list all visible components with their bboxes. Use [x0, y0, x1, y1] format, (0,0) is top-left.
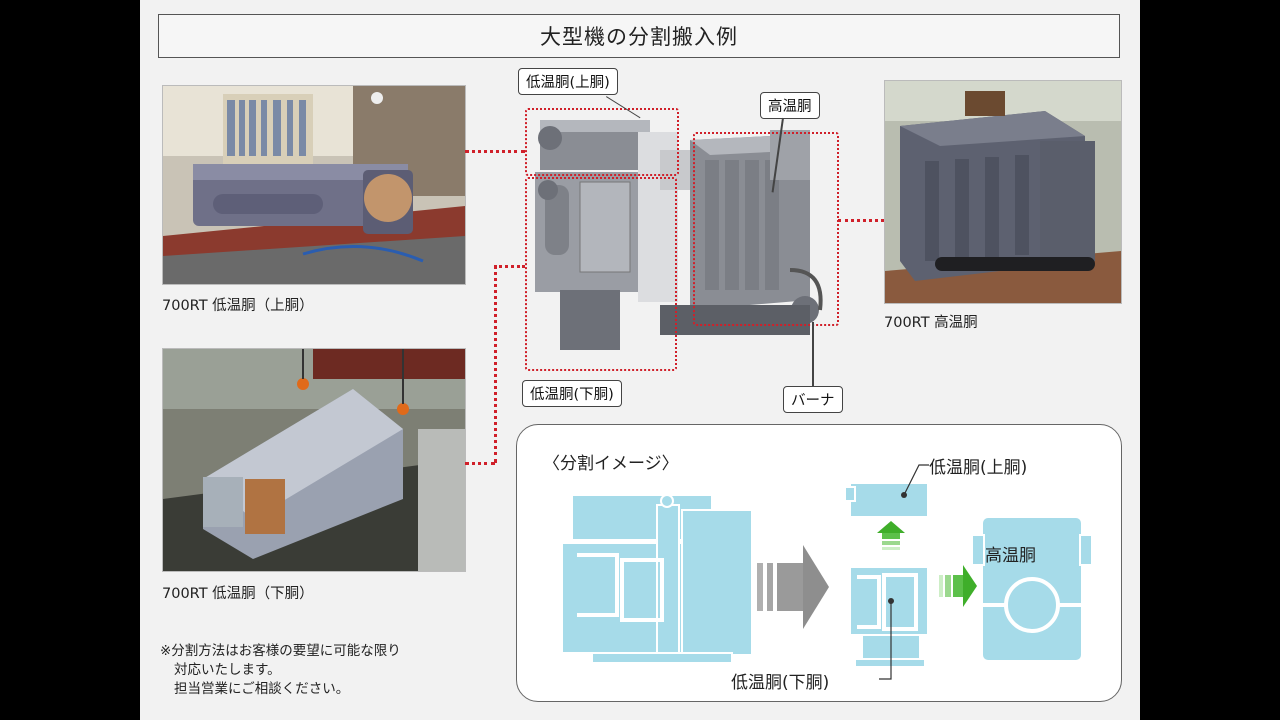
split-diagram — [561, 464, 1093, 680]
footnote-line-3: 担当営業にご相談ください。 — [174, 681, 350, 697]
green-right-arrow-shape — [939, 565, 977, 607]
connector-lower-h2 — [494, 265, 525, 268]
caption-low-temp-lower: 700RT 低温胴（下胴） — [162, 586, 314, 602]
callout-low-temp-lower: 低温胴(下胴) — [522, 380, 622, 407]
photo-low-temp-upper-drum — [162, 85, 466, 285]
split-label-lower: 低温胴(下胴) — [731, 673, 830, 693]
whole-machine-shape — [561, 494, 753, 664]
photo-high-temp-drum — [884, 80, 1122, 304]
connector-upper — [465, 150, 525, 153]
connector-lower-h1 — [465, 462, 495, 465]
high-temp-drum-shape — [971, 516, 1093, 662]
split-image-heading: 〈分割イメージ〉 — [543, 454, 679, 474]
photo-low-temp-lower-drum — [162, 348, 466, 572]
slide: 大型機の分割搬入例 700RT 低温胴（上胴） — [140, 0, 1140, 720]
green-up-arrow-shape — [877, 521, 905, 550]
highlight-low-temp-upper — [525, 108, 679, 176]
highlight-high-temp — [693, 132, 839, 326]
callout-burner: バーナ — [783, 386, 843, 413]
footnote-line-1: ※分割方法はお客様の要望に可能な限り — [160, 643, 401, 659]
machine-render — [520, 110, 840, 360]
gray-arrow-shape — [757, 545, 829, 629]
split-label-upper: 低温胴(上胴) — [929, 458, 1028, 478]
footnote-line-2: 対応いたします。 — [174, 662, 281, 678]
callout-high-temp: 高温胴 — [760, 92, 820, 119]
footnote: ※分割方法はお客様の要望に可能な限り 対応いたします。 担当営業にご相談ください… — [160, 642, 401, 699]
caption-high-temp: 700RT 高温胴 — [884, 315, 978, 331]
split-image-panel: 〈分割イメージ〉 — [516, 424, 1122, 702]
split-label-high: 高温胴 — [985, 546, 1036, 566]
highlight-low-temp-lower — [525, 177, 677, 371]
connector-lower-v — [494, 265, 497, 463]
callout-low-temp-upper: 低温胴(上胴) — [518, 68, 618, 95]
upper-drum-shape — [844, 482, 929, 518]
connector-high — [838, 219, 884, 222]
page-title: 大型機の分割搬入例 — [158, 14, 1120, 58]
callout-leader-burner — [812, 322, 814, 386]
caption-low-temp-upper: 700RT 低温胴（上胴） — [162, 298, 314, 314]
